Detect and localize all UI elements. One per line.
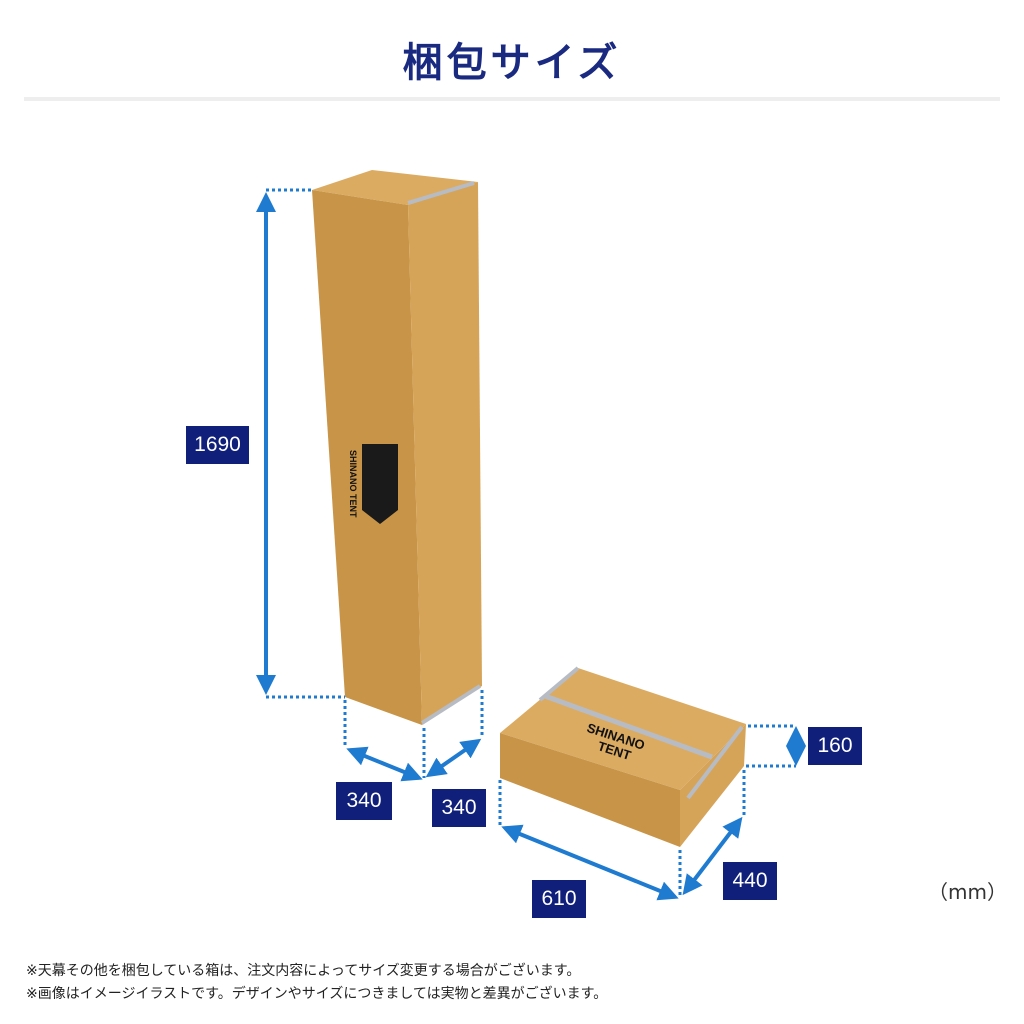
flat-box-front xyxy=(500,733,680,847)
label-flat-height: 160 xyxy=(808,727,862,765)
note-2: ※画像はイメージイラストです。デザインやサイズにつきましては実物と差異がございま… xyxy=(26,986,608,1002)
tall-box-logo-text: SHINANO TENT xyxy=(348,450,358,518)
label-tall-width-b: 340 xyxy=(432,789,486,827)
tall-box: SHINANO TENT xyxy=(312,170,482,725)
flat-height-dimension xyxy=(746,724,806,768)
flat-box-top xyxy=(500,668,746,790)
label-flat-width: 440 xyxy=(723,862,777,900)
tall-box-logo: SHINANO TENT xyxy=(348,444,398,524)
tall-height-dimension xyxy=(256,188,345,699)
label-tall-height: 1690 xyxy=(186,426,249,464)
flat-box-tape-1 xyxy=(544,693,713,760)
note-1: ※天幕その他を梱包している箱は、注文内容によってサイズ変更する場合がございます。 xyxy=(26,963,581,979)
flat-length-width-dimensions xyxy=(498,770,746,901)
tall-box-tape-top xyxy=(407,181,475,205)
tall-box-side xyxy=(408,182,482,725)
tall-width-dimensions xyxy=(343,690,484,782)
flat-box-side xyxy=(680,724,746,847)
flat-box-tape-3 xyxy=(686,725,744,800)
label-tall-width-a: 340 xyxy=(336,782,392,820)
flat-box: SHINANO TENT xyxy=(500,666,746,847)
title-divider xyxy=(24,97,1000,101)
label-flat-length: 610 xyxy=(532,880,586,918)
tall-box-tape-bottom xyxy=(420,684,482,725)
page-title: 梱包サイズ xyxy=(402,40,622,86)
flat-box-tape-2 xyxy=(538,666,580,702)
unit-label: （mm） xyxy=(928,880,1007,904)
tall-box-top xyxy=(312,170,478,205)
